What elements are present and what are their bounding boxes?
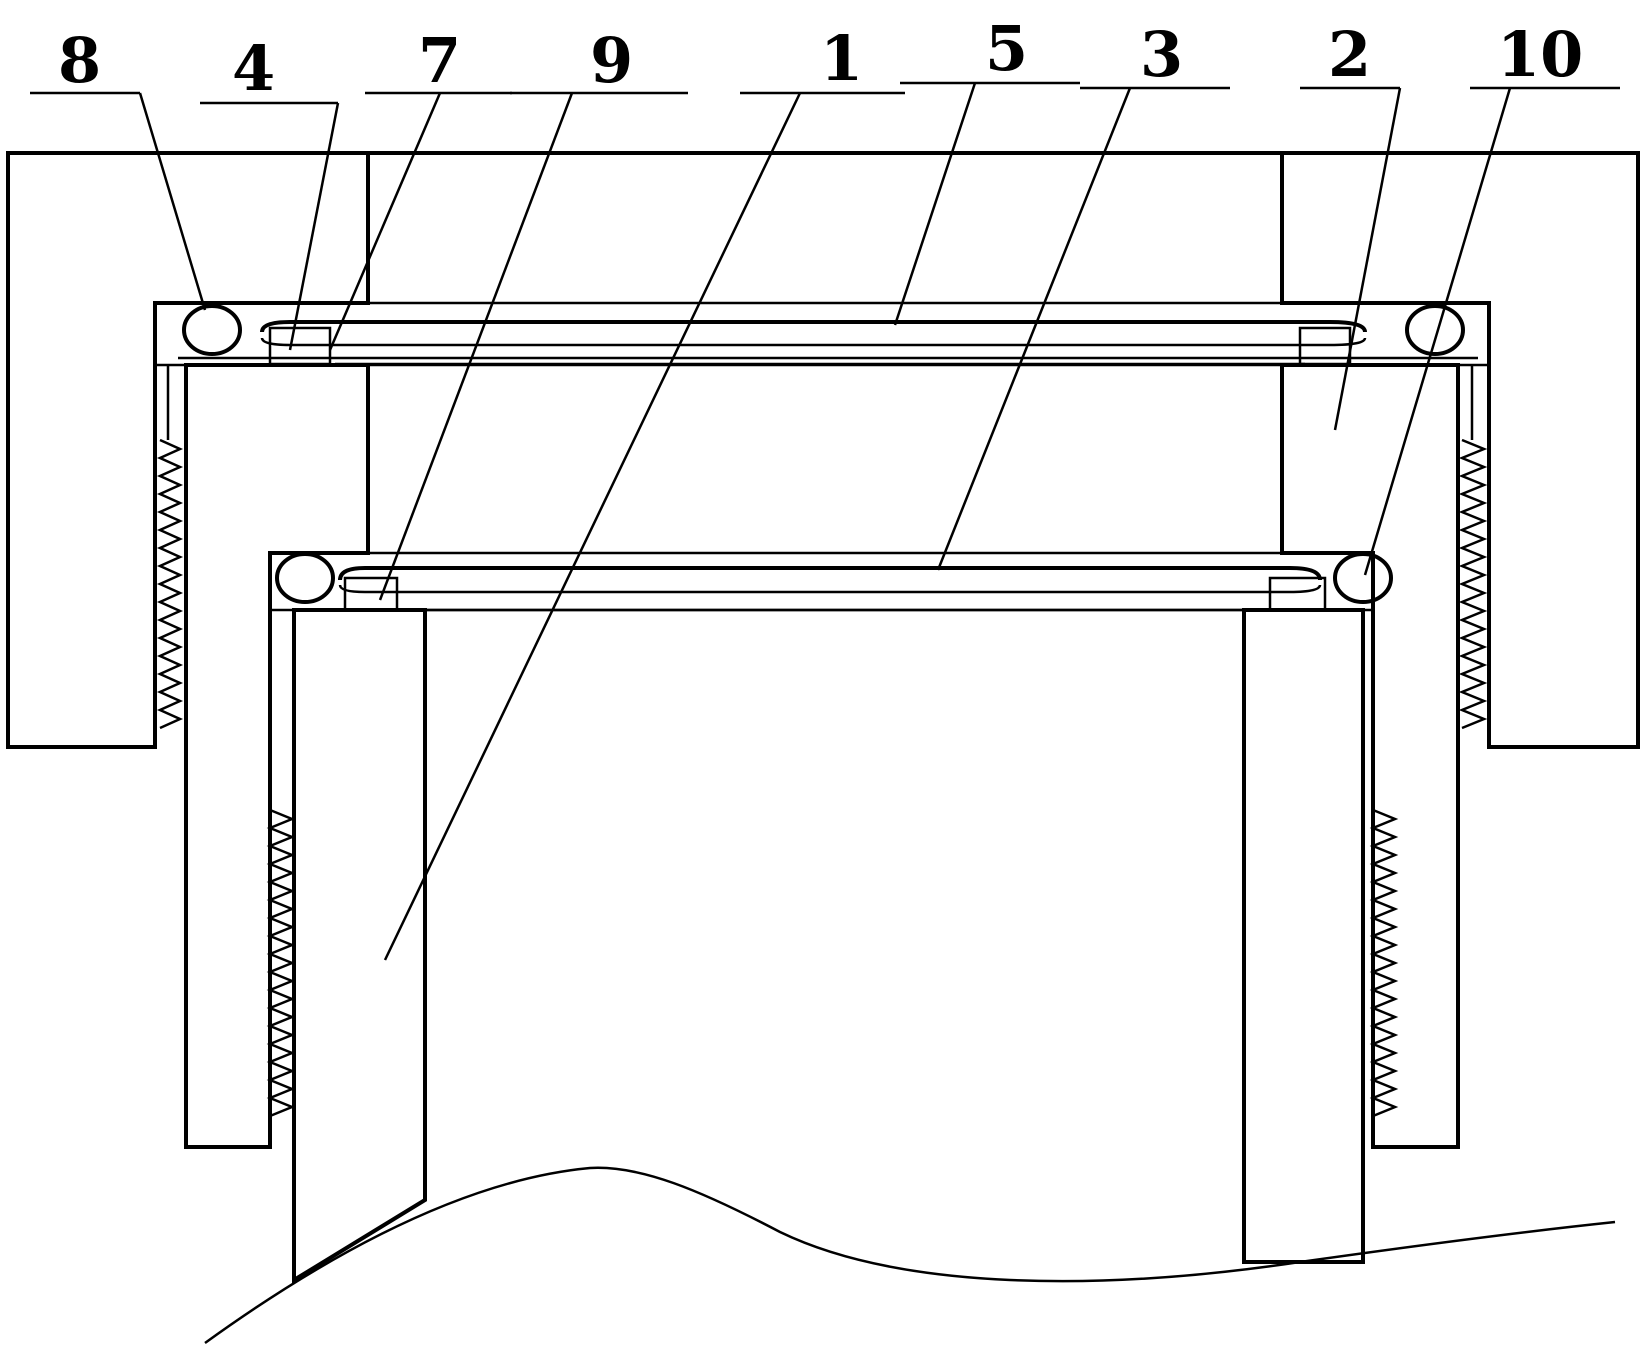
label-1: 1 [820, 22, 863, 95]
spring-lower-right [1369, 808, 1399, 1118]
support-block-9-left [343, 576, 399, 612]
label-7: 7 [418, 24, 461, 97]
lower-plate-3 [338, 566, 1322, 581]
upper-o-ring-left [182, 304, 242, 356]
label-8: 8 [58, 24, 101, 97]
spring-lower-left [266, 808, 296, 1118]
break-line [204, 1166, 1616, 1345]
upper-plate-5 [260, 320, 1367, 333]
label-2: 2 [1328, 18, 1371, 91]
label-5: 5 [985, 12, 1028, 85]
label-3: 3 [1140, 18, 1183, 91]
upper-o-ring-right [1405, 304, 1465, 356]
label-10: 10 [1497, 18, 1583, 91]
lower-recess [268, 551, 1375, 612]
support-block-9-right [1268, 576, 1327, 612]
spring-upper-right [1458, 438, 1488, 730]
middle-sleeve-right [1280, 363, 1460, 1149]
lower-o-ring-right [1333, 552, 1393, 604]
label-4: 4 [232, 32, 275, 105]
label-9: 9 [590, 24, 633, 97]
upper-plate-5-lower [260, 337, 1367, 347]
inner-tube-left [292, 608, 427, 1284]
lower-plate-3-lower [338, 584, 1322, 594]
support-block-7-left [268, 326, 332, 366]
spring-upper-left [156, 438, 184, 730]
inner-tube-right [1242, 608, 1365, 1264]
leader-lines [30, 81, 1620, 961]
upper-recess [153, 301, 1491, 367]
lower-o-ring-left [275, 552, 335, 604]
